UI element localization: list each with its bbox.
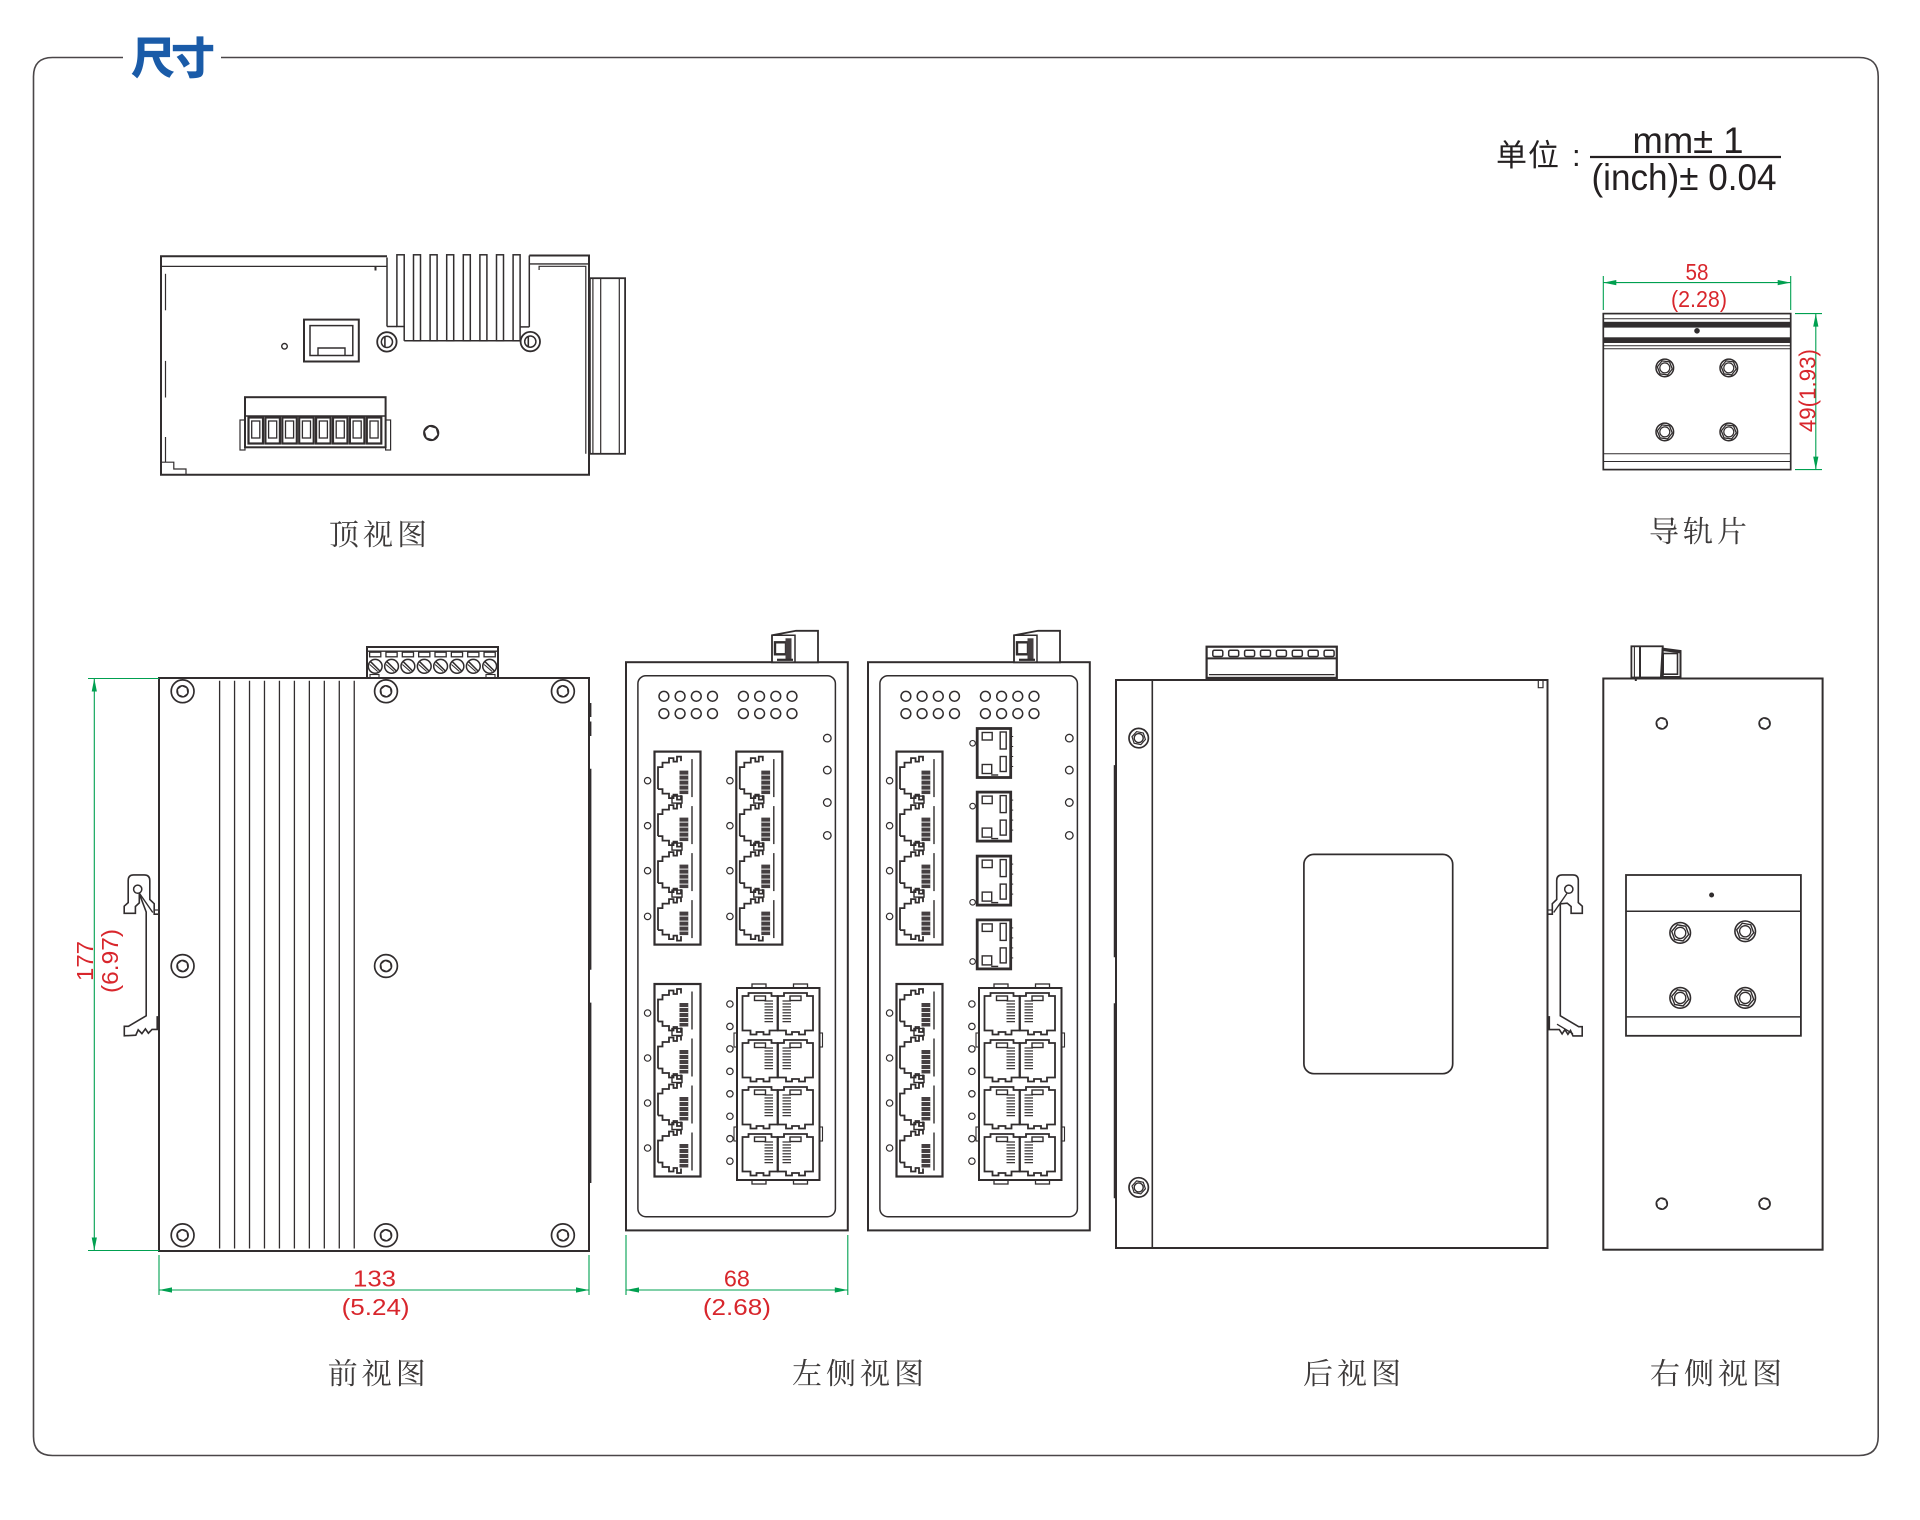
svg-text:133: 133 bbox=[353, 1265, 396, 1291]
svg-text:(inch)± 0.04: (inch)± 0.04 bbox=[1592, 157, 1777, 198]
svg-text:(6.97): (6.97) bbox=[97, 929, 123, 993]
svg-text:(5.24): (5.24) bbox=[342, 1294, 410, 1320]
svg-text:(2.68): (2.68) bbox=[703, 1294, 771, 1320]
svg-text:68: 68 bbox=[724, 1265, 750, 1291]
svg-text:49(1.93): 49(1.93) bbox=[1795, 349, 1821, 432]
svg-text:mm± 1: mm± 1 bbox=[1633, 120, 1744, 161]
svg-text:58: 58 bbox=[1686, 259, 1709, 285]
svg-text::: : bbox=[1572, 138, 1581, 173]
svg-text:(2.28): (2.28) bbox=[1671, 286, 1727, 312]
svg-text:177: 177 bbox=[72, 941, 98, 981]
